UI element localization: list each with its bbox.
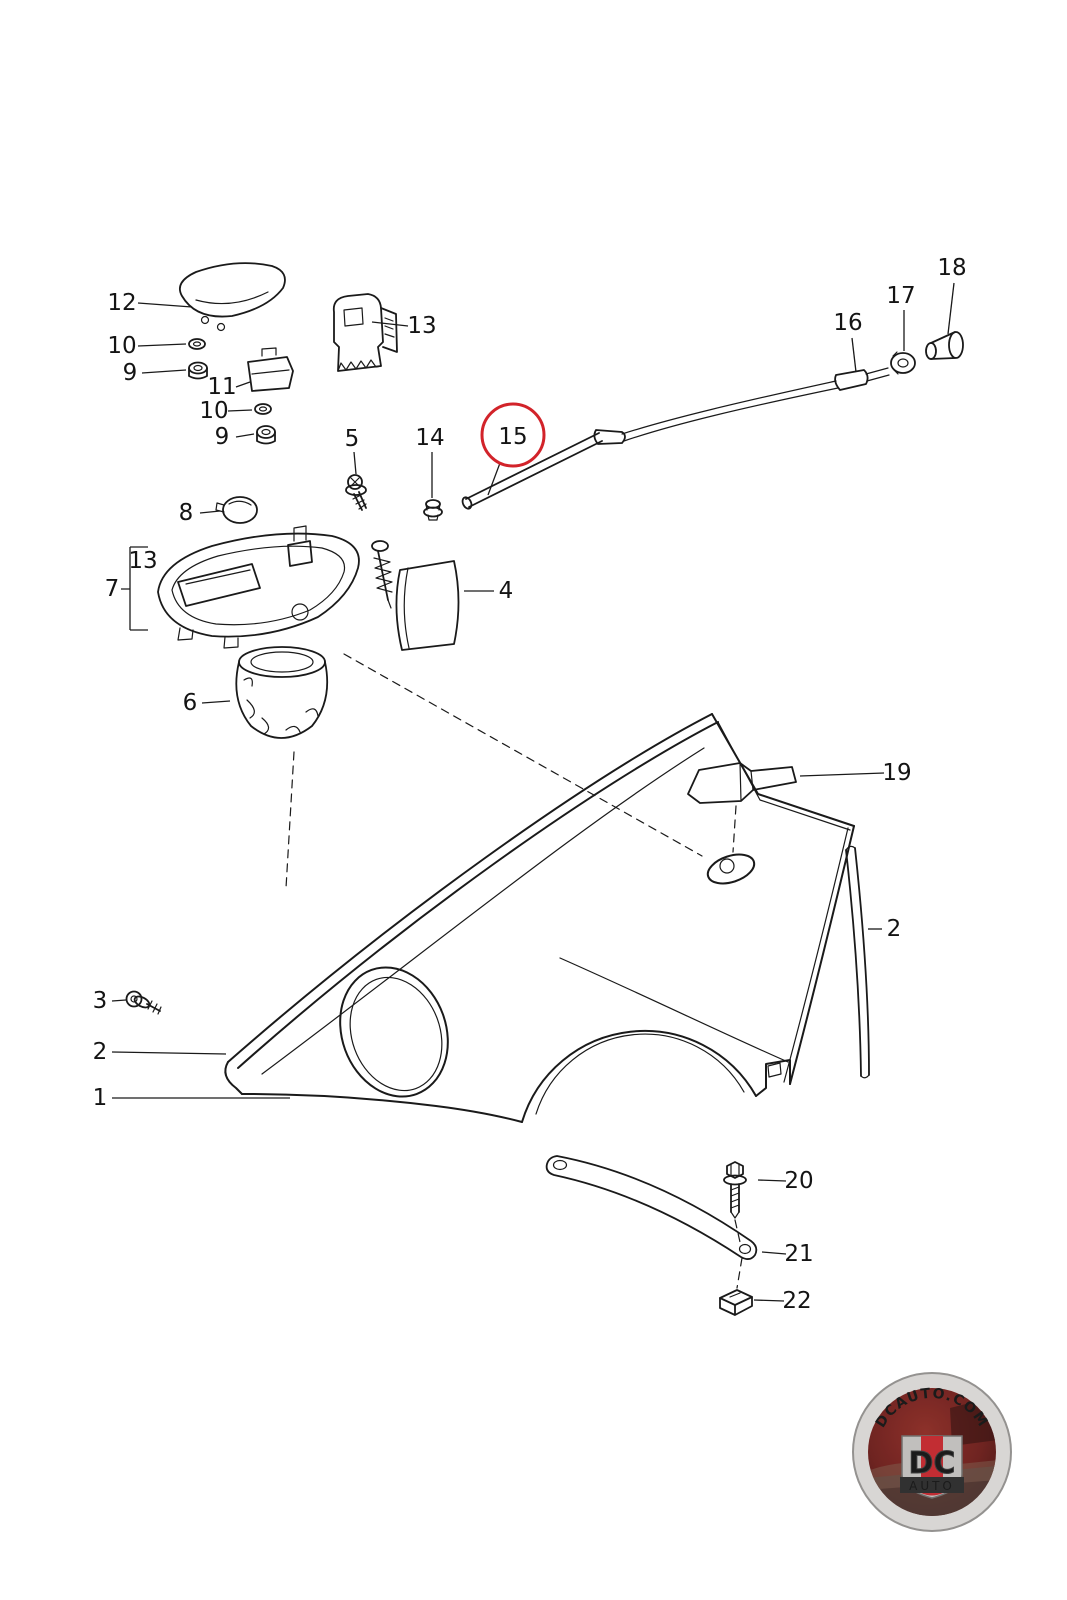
- label-16: 16: [833, 310, 862, 336]
- part-4-flap: [395, 560, 460, 651]
- highlight-circle-part-15: [480, 402, 546, 468]
- logo-brand-text: DC: [909, 1446, 956, 1481]
- part-10-washer-upper: [188, 338, 206, 350]
- part-9-nut-lower: [256, 425, 276, 445]
- part-2-strip-rear: [845, 845, 870, 1079]
- part-16-cable: [621, 367, 890, 442]
- label-19: 19: [882, 760, 911, 786]
- label-13-latch: 13: [407, 313, 436, 339]
- part-21-strap: [545, 1155, 758, 1260]
- label-10-lower: 10: [199, 398, 228, 424]
- part-5-screw: [345, 474, 367, 511]
- label-6: 6: [183, 690, 198, 716]
- dcauto-watermark-logo: DCAUTO.COM DC AUTO: [852, 1372, 1012, 1532]
- label-2-front: 2: [93, 1039, 108, 1065]
- label-14: 14: [415, 425, 444, 451]
- label-2-rear: 2: [887, 916, 902, 942]
- part-19-bracket: [687, 762, 797, 804]
- part-9-nut-upper: [188, 361, 208, 380]
- label-11: 11: [207, 374, 236, 400]
- label-18: 18: [937, 255, 966, 281]
- part-14-grommet: [423, 499, 443, 521]
- part-13-latch: [332, 293, 398, 372]
- part-5-screw-spring: [371, 540, 393, 609]
- label-7: 7: [105, 576, 120, 602]
- label-12: 12: [107, 290, 136, 316]
- part-20-screw: [723, 1161, 747, 1219]
- part-18-knob: [925, 331, 964, 360]
- label-17: 17: [886, 283, 915, 309]
- part-labels: 12 10 9 11 10 9 13 16 17 18 15 14 5 8 13…: [93, 255, 967, 1314]
- label-3: 3: [93, 988, 108, 1014]
- part-3-screw: [125, 990, 162, 1015]
- part-1-fender: [224, 713, 855, 1123]
- label-21: 21: [784, 1241, 813, 1267]
- label-8: 8: [179, 500, 194, 526]
- logo-shield: DC AUTO: [900, 1435, 964, 1499]
- label-20: 20: [784, 1168, 813, 1194]
- label-13-in-assembly: 13: [128, 548, 157, 574]
- part-7-housing: [157, 525, 360, 649]
- label-9-lower: 9: [215, 424, 230, 450]
- part-11-bracket: [247, 347, 294, 392]
- label-1: 1: [93, 1085, 108, 1111]
- leader-lines: [111, 282, 955, 1302]
- part-8-cap: [215, 496, 258, 524]
- label-5: 5: [345, 426, 360, 452]
- label-4: 4: [499, 578, 514, 604]
- part-6-boot: [235, 646, 329, 739]
- part-22-clip-nut: [719, 1289, 753, 1316]
- label-22: 22: [782, 1288, 811, 1314]
- label-9-upper: 9: [123, 360, 138, 386]
- part-12-cover: [178, 262, 286, 332]
- label-15-highlighted: 15: [498, 424, 527, 450]
- label-10-upper: 10: [107, 333, 136, 359]
- assembly-dashed-lines: [285, 653, 743, 1289]
- part-10-washer-lower: [254, 403, 272, 415]
- logo-brand-sub-text: AUTO: [909, 1479, 955, 1493]
- part-17-nut: [890, 351, 916, 375]
